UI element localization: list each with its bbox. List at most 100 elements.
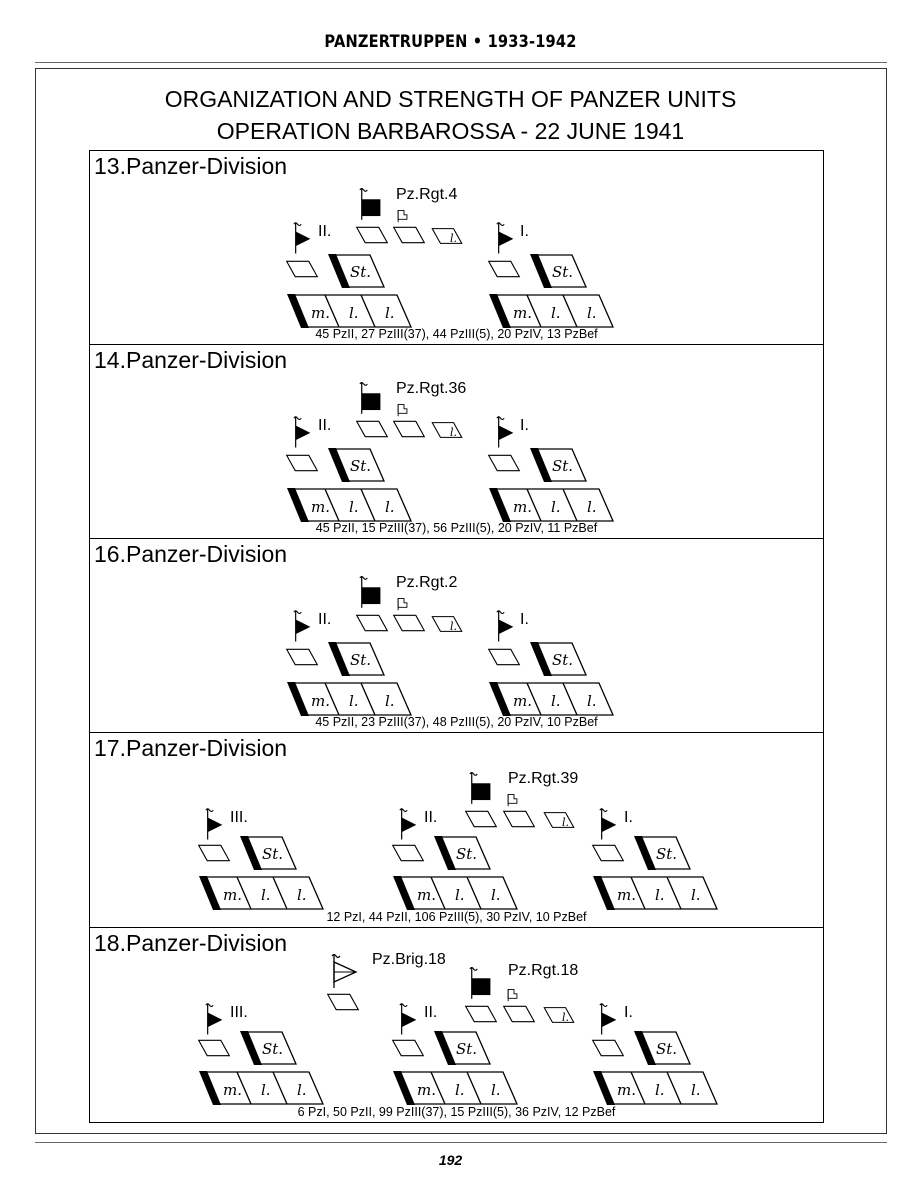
battalion-label: I. [520, 611, 529, 628]
battalion-label: I. [624, 809, 633, 826]
svg-text:m.: m. [513, 304, 532, 322]
division-panel-13: 13.Panzer-Division Pz.Rgt.4 l. II. St. m… [89, 150, 824, 345]
battalion-flag-icon [495, 217, 517, 257]
svg-text:l.: l. [297, 886, 307, 904]
staff-company-box: St. [528, 447, 588, 483]
regiment-flag-icon [358, 377, 386, 417]
svg-text:St.: St. [656, 1040, 677, 1058]
svg-text:l.: l. [691, 1081, 701, 1099]
regiment-hq-box [464, 1004, 498, 1024]
battalion-hq-box [487, 647, 521, 667]
division-name: 14.Panzer-Division [94, 347, 288, 373]
svg-text:l.: l. [349, 304, 359, 322]
svg-text:l.: l. [655, 886, 665, 904]
svg-text:l.: l. [655, 1081, 665, 1099]
battalion-label: I. [520, 417, 529, 434]
battalion-label: II. [424, 1004, 438, 1021]
svg-text:m.: m. [617, 886, 636, 904]
staff-company-box: St. [632, 1030, 692, 1066]
svg-text:l.: l. [587, 498, 597, 516]
staff-company-box: St. [238, 1030, 298, 1066]
light-platoon-box: l. [430, 615, 464, 633]
svg-text:l.: l. [261, 886, 271, 904]
regiment-staff-box [502, 809, 536, 829]
staff-company-box: St. [632, 835, 692, 871]
svg-text:St.: St. [262, 1040, 283, 1058]
svg-text:m.: m. [223, 886, 242, 904]
battalion-label: I. [624, 1004, 633, 1021]
strength-text: 45 PzII, 23 PzIII(37), 48 PzIII(5), 20 P… [315, 715, 598, 729]
battalion-hq-box [591, 843, 625, 863]
company-row: m. l. l. [487, 293, 617, 329]
division-name: 13.Panzer-Division [94, 153, 288, 179]
strength-text: 45 PzII, 27 PzIII(37), 44 PzIII(5), 20 P… [315, 327, 598, 341]
company-row: m. l. l. [591, 875, 721, 911]
regiment-label: Pz.Rgt.36 [396, 380, 467, 397]
battalion-flag-icon [495, 411, 517, 451]
battalion-flag-icon [598, 803, 620, 843]
brigade-flag-icon [330, 950, 360, 990]
battalion-flag-icon [292, 605, 314, 645]
strength-text: 45 PzII, 15 PzIII(37), 56 PzIII(5), 20 P… [315, 521, 598, 535]
staff-company-box: St. [528, 641, 588, 677]
staff-company-box: St. [432, 835, 492, 871]
battalion-hq-box [591, 1038, 625, 1058]
regiment-hq-box [355, 419, 389, 439]
svg-text:m.: m. [311, 498, 330, 516]
battalion-hq-box [487, 453, 521, 473]
svg-text:m.: m. [223, 1081, 242, 1099]
footer-rule [35, 1142, 887, 1143]
svg-text:l.: l. [691, 886, 701, 904]
light-platoon-box: l. [542, 811, 576, 829]
svg-text:St.: St. [262, 845, 283, 863]
svg-text:l.: l. [551, 692, 561, 710]
svg-text:m.: m. [513, 692, 532, 710]
svg-text:St.: St. [552, 263, 573, 281]
svg-text:l.: l. [491, 1081, 501, 1099]
svg-text:l.: l. [587, 304, 597, 322]
svg-text:l.: l. [385, 692, 395, 710]
regiment-flag-icon [358, 183, 386, 223]
light-platoon-box: l. [430, 421, 464, 439]
light-platoon-box: l. [430, 227, 464, 245]
svg-text:l.: l. [551, 498, 561, 516]
company-row: m. l. l. [197, 875, 327, 911]
company-row: m.l.l. [487, 487, 617, 523]
svg-text:l.: l. [455, 886, 465, 904]
company-row: m.l.l. [285, 681, 415, 717]
svg-text:St.: St. [456, 1040, 477, 1058]
company-row: m.l.l. [285, 293, 415, 329]
division-panel-14: 14.Panzer-Division Pz.Rgt.36 l. II. St. … [89, 344, 824, 539]
staff-label: St. [350, 263, 371, 281]
battalion-hq-box [285, 453, 319, 473]
staff-company-box: St. [238, 835, 298, 871]
svg-text:m.: m. [417, 1081, 436, 1099]
battalion-flag-icon [292, 411, 314, 451]
svg-text:l.: l. [385, 304, 395, 322]
battalion-label: III. [230, 1004, 248, 1021]
page-title-line1: ORGANIZATION AND STRENGTH OF PANZER UNIT… [164, 86, 737, 112]
regiment-staff-box [392, 225, 426, 245]
battalion-hq-box [197, 843, 231, 863]
regiment-staff-box [392, 419, 426, 439]
battalion-hq-box [487, 259, 521, 279]
svg-text:St.: St. [350, 651, 371, 669]
division-name: 17.Panzer-Division [94, 735, 288, 761]
company-row: m.l.l. [285, 487, 415, 523]
battalion-label: III. [230, 809, 248, 826]
svg-text:l.: l. [551, 304, 561, 322]
regiment-flag-icon [468, 962, 496, 1002]
division-panel-18: 18.Panzer-Division Pz.Brig.18 Pz.Rgt.18 … [89, 927, 824, 1123]
svg-text:l.: l. [349, 498, 359, 516]
svg-text:St.: St. [350, 457, 371, 475]
division-panel-16: 16.Panzer-Division Pz.Rgt.2 l. II. St. m… [89, 538, 824, 733]
svg-text:St.: St. [656, 845, 677, 863]
svg-text:l.: l. [261, 1081, 271, 1099]
regiment-label: Pz.Rgt.18 [508, 962, 579, 979]
svg-text:l.: l. [562, 816, 569, 829]
regiment-hq-box [464, 809, 498, 829]
division-name: 18.Panzer-Division [94, 930, 288, 956]
svg-text:m.: m. [617, 1081, 636, 1099]
battalion-flag-icon [598, 998, 620, 1038]
header-rule [35, 62, 887, 63]
